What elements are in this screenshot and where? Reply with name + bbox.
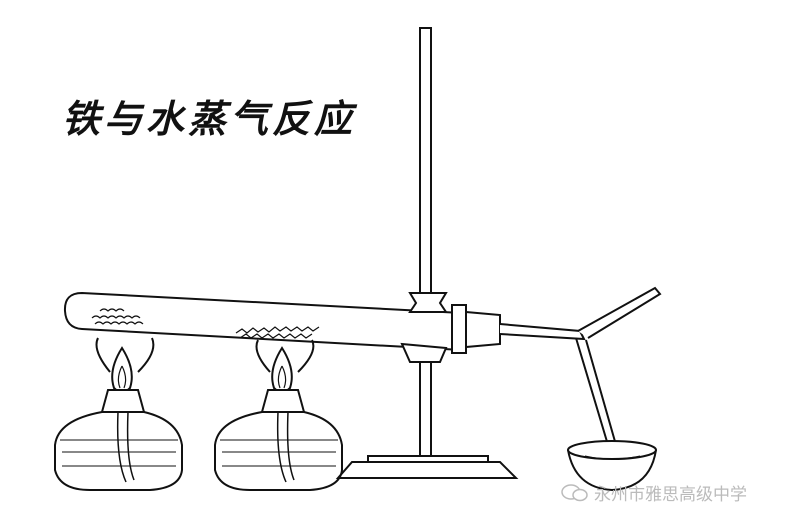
diagram-title: 铁与水蒸气反应 bbox=[62, 96, 357, 141]
wechat-icon bbox=[561, 483, 588, 501]
stand-rod bbox=[419, 27, 432, 463]
watermark: 永州市雅思高级中学 bbox=[560, 480, 747, 505]
clamp bbox=[400, 292, 448, 363]
rubber-stopper bbox=[451, 304, 501, 354]
watermark-text: 永州市雅思高级中学 bbox=[594, 485, 747, 505]
alcohol-lamp-2 bbox=[214, 339, 343, 491]
delivery-tube bbox=[499, 286, 662, 446]
iron-powder bbox=[91, 308, 144, 325]
test-tube bbox=[63, 291, 463, 351]
evaporating-dish bbox=[567, 440, 657, 492]
alcohol-lamp-1 bbox=[54, 337, 183, 491]
stand-base bbox=[335, 455, 519, 479]
reduced-iron-powder bbox=[235, 326, 320, 339]
